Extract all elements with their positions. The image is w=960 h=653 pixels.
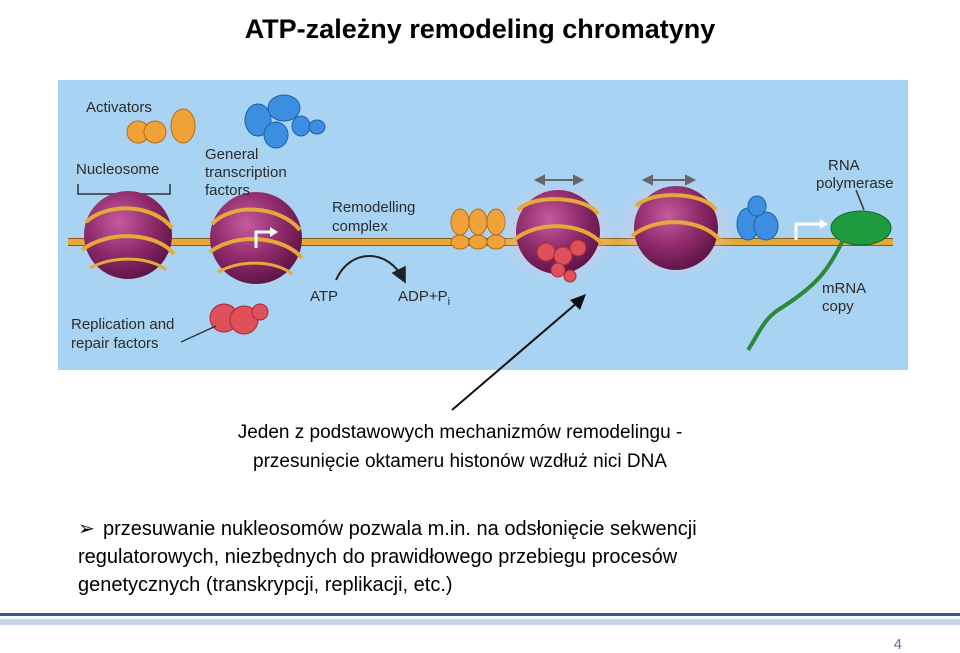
rna-polymerase-icon xyxy=(830,189,892,246)
chromatin-remodeling-figure: Activators Nucleosome General transcript… xyxy=(58,80,908,370)
bullet-line-1: przesuwanie nukleosomów pozwala m.in. na… xyxy=(103,518,697,540)
nucleosome-1-icon xyxy=(80,191,176,279)
label-mrna-1: mRNA xyxy=(822,280,866,297)
label-remodelling-1: Remodelling xyxy=(332,199,415,216)
label-gtf-3: factors xyxy=(205,182,250,199)
label-adp-sub: i xyxy=(448,296,450,308)
bullet-arrow-icon: ➢ xyxy=(78,518,95,540)
label-gtf-1: General xyxy=(205,146,258,163)
label-gtf-2: transcription xyxy=(205,164,287,181)
label-replication-2: repair factors xyxy=(71,335,159,352)
label-adp-group: ADP+Pi xyxy=(398,288,450,308)
bound-activators-icon xyxy=(450,208,506,250)
remodelled-nucleosome-2-icon xyxy=(616,178,736,278)
label-nucleosome: Nucleosome xyxy=(76,161,159,178)
label-rna-1: RNA xyxy=(828,157,860,174)
caption-line-2: przesunięcie oktameru histonów wzdłuż ni… xyxy=(253,451,667,472)
sliding-arrow-1-icon xyxy=(533,174,585,186)
footer-rule-dark xyxy=(0,613,960,616)
mrna-strand xyxy=(746,239,845,352)
page-number: 4 xyxy=(893,636,902,653)
label-replication-1: Replication and xyxy=(71,316,174,333)
slide-title: ATP-zależny remodeling chromatyny xyxy=(244,14,716,44)
bound-gtf-icon xyxy=(736,195,779,241)
label-rna-2: polymerase xyxy=(816,175,894,192)
atp-hydrolysis-arrow xyxy=(335,255,406,284)
caption-line-1: Jeden z podstawowych mechanizmów remodel… xyxy=(237,422,683,443)
nucleosome-2-icon xyxy=(208,192,304,284)
label-atp: ATP xyxy=(310,288,338,305)
replication-factors-icon xyxy=(180,303,269,343)
label-adp: ADP+P xyxy=(398,288,448,305)
bullet-point: ➢ przesuwanie nukleosomów pozwala m.in. … xyxy=(78,515,878,599)
label-remodelling-2: complex xyxy=(332,218,388,235)
bullet-line-2: regulatorowych, niezbędnych do prawidłow… xyxy=(78,546,678,568)
bullet-line-3: genetycznych (transkrypcji, replikacji, … xyxy=(78,574,453,596)
sliding-arrow-2-icon xyxy=(641,174,697,186)
remodelled-nucleosome-1-icon xyxy=(498,182,618,283)
label-mrna-2: copy xyxy=(822,298,854,315)
activators-icon xyxy=(126,108,196,144)
caption: Jeden z podstawowych mechanizmów remodel… xyxy=(0,418,920,476)
footer-rule-light xyxy=(0,619,960,625)
general-transcription-factors-icon xyxy=(244,94,326,149)
label-activators: Activators xyxy=(86,99,152,116)
transcription-start-icon xyxy=(794,219,828,240)
